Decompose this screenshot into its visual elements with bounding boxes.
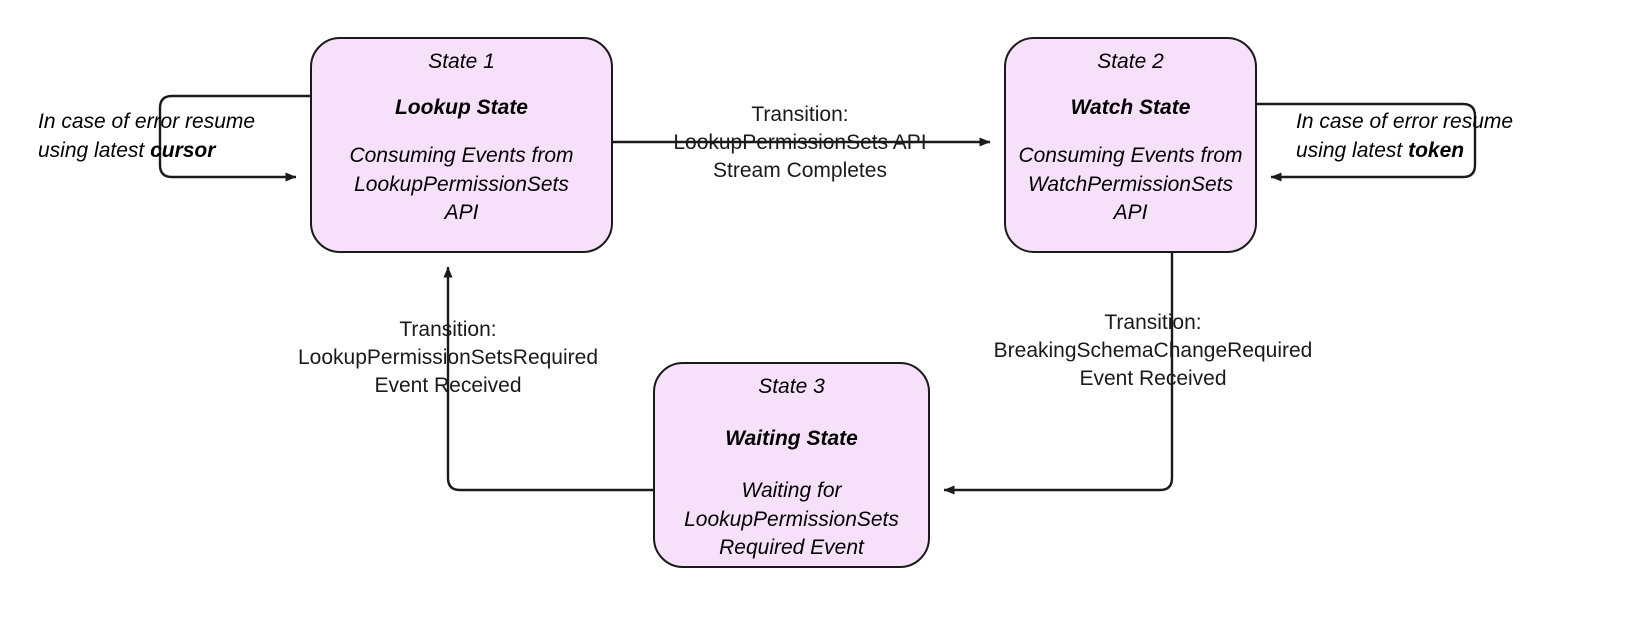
state-name-label: Waiting State: [725, 427, 858, 451]
state-description: Consuming Events from WatchPermissionSet…: [1018, 144, 1243, 224]
state-index-label: State 3: [758, 375, 825, 398]
state-description: Waiting for LookupPermissionSets Require…: [684, 479, 899, 559]
state-index-label: State 1: [428, 50, 495, 73]
self-loop-label-token: In case of error resume using latest tok…: [1296, 108, 1513, 166]
state-node-lookup-state[interactable]: State 1 Lookup State Consuming Events fr…: [310, 37, 613, 253]
self-loop-label-line2: using latest cursor: [38, 137, 255, 166]
self-loop-label-emphasis: cursor: [150, 138, 216, 162]
state-description: Consuming Events from LookupPermissionSe…: [349, 144, 574, 224]
state-node-watch-state[interactable]: State 2 Watch State Consuming Events fro…: [1004, 37, 1257, 253]
transition-label-state1-state2: Transition: LookupPermissionSets API Str…: [673, 103, 927, 182]
transition-label-state2-state3: Transition: BreakingSchemaChangeRequired…: [993, 311, 1313, 390]
state-index-label: State 2: [1097, 50, 1164, 73]
self-loop-label-emphasis: token: [1408, 138, 1465, 162]
self-loop-label-line2: using latest token: [1296, 137, 1513, 166]
transition-label-state3-state1: Transition: LookupPermissionSetsRequired…: [298, 318, 598, 397]
self-loop-label-line1: In case of error resume: [38, 110, 256, 133]
self-loop-label-cursor: In case of error resume using latest cur…: [38, 108, 255, 166]
state-name-label: Lookup State: [394, 96, 528, 120]
state-name-label: Watch State: [1070, 96, 1191, 120]
state-node-waiting-state[interactable]: State 3 Waiting State Waiting for Lookup…: [653, 362, 930, 568]
self-loop-label-line1: In case of error resume: [1296, 110, 1514, 133]
self-loop-label-prefix: using latest: [1296, 138, 1409, 162]
self-loop-label-prefix: using latest: [38, 138, 151, 162]
